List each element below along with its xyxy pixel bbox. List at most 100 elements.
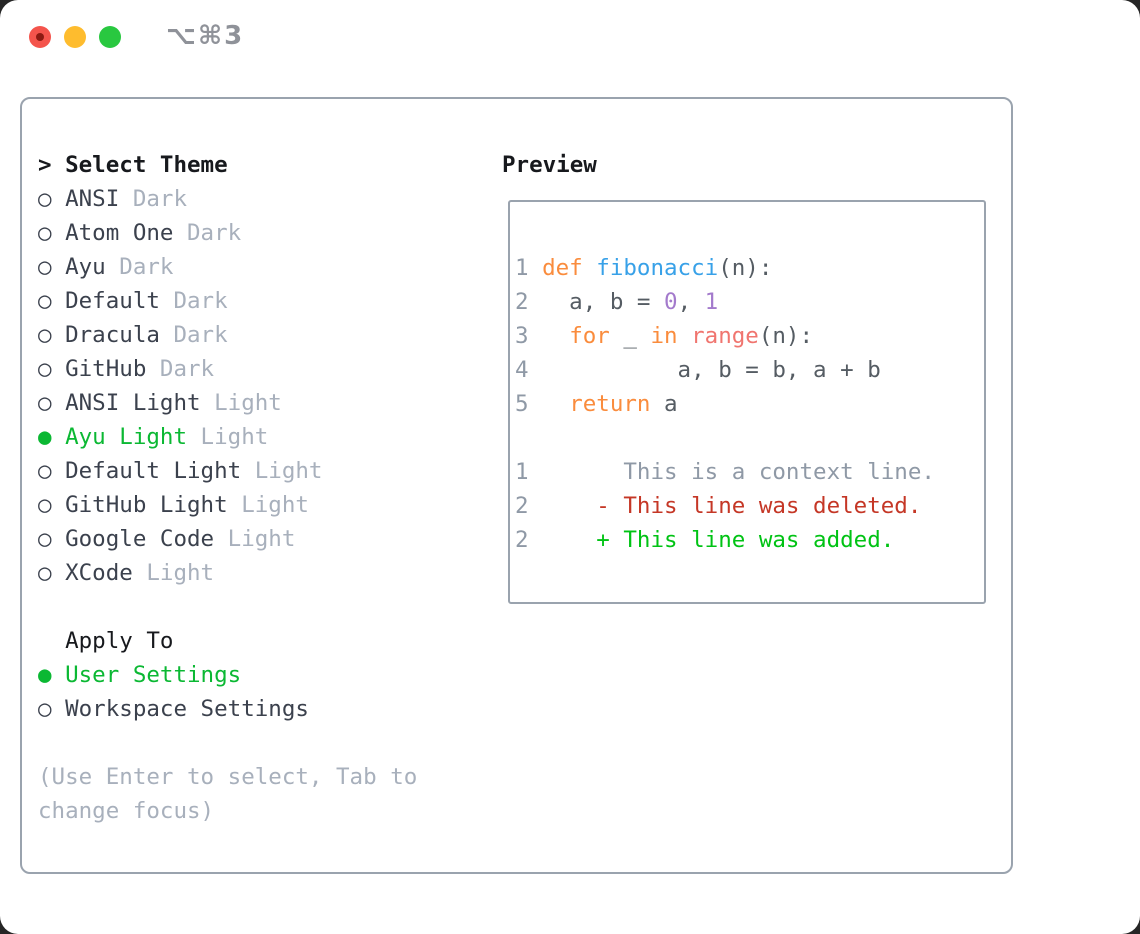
code-segment: + This line was added. [542, 527, 895, 553]
code-segment: in [650, 323, 678, 349]
theme-variant-tag: Dark [173, 220, 242, 246]
theme-option-github-light[interactable]: ○ GitHub Light Light [38, 488, 417, 522]
radio-selected-icon: ● [38, 662, 66, 688]
hint-line: (Use Enter to select, Tab to [38, 764, 418, 790]
theme-option-xcode[interactable]: ○ XCode Light [38, 556, 417, 590]
preview-title: Preview [502, 152, 597, 178]
apply-to-indent [38, 628, 65, 654]
apply-option-workspace-settings[interactable]: ○ Workspace Settings [38, 692, 417, 726]
line-number: 2 [515, 527, 543, 553]
line-number [515, 425, 542, 451]
minimize-button[interactable] [64, 26, 86, 48]
theme-option-dracula[interactable]: ○ Dracula Dark [38, 318, 417, 352]
radio-unselected-icon: ○ [38, 186, 66, 212]
code-segment: This is a context line. [542, 459, 935, 485]
code-line: 4 a, b = b, a + b [515, 353, 980, 387]
code-segment: - This line was deleted. [542, 493, 922, 519]
theme-variant-tag: Light [214, 526, 296, 552]
theme-option-atom-one[interactable]: ○ Atom One Dark [38, 216, 417, 250]
theme-name: ANSI Light [65, 390, 201, 416]
apply-option-user-settings[interactable]: ● User Settings [38, 658, 417, 692]
radio-unselected-icon: ○ [38, 390, 66, 416]
code-segment: fibonacci [596, 255, 719, 281]
theme-name: GitHub [65, 356, 147, 382]
code-segment: 0 [664, 289, 678, 315]
theme-list: ○ ANSI Dark○ Atom One Dark○ Ayu Dark○ De… [38, 182, 417, 590]
theme-variant-tag: Dark [105, 254, 174, 280]
line-number: 3 [515, 323, 543, 349]
select-theme-header: > Select Theme [38, 148, 417, 182]
titlebar: ⌥⌘3 [0, 0, 1140, 97]
code-segment: (n): [718, 255, 773, 281]
theme-variant-tag: Light [200, 390, 282, 416]
line-number: 1 [515, 255, 543, 281]
theme-option-github[interactable]: ○ GitHub Dark [38, 352, 417, 386]
line-number: 5 [515, 391, 543, 417]
radio-unselected-icon: ○ [38, 696, 66, 722]
theme-variant-tag: Dark [159, 322, 228, 348]
radio-unselected-icon: ○ [38, 356, 66, 382]
theme-name: ANSI [65, 186, 120, 212]
preview-column: Preview 1 def fibonacci(n): 2 a, b = 0, 1… [502, 148, 986, 604]
code-line: 2 + This line was added. [515, 523, 980, 557]
code-segment: , [677, 289, 705, 315]
code-segment: return [569, 391, 651, 417]
apply-option-label: User Settings [65, 662, 242, 688]
theme-variant-tag: Light [132, 560, 215, 586]
code-segment: def [542, 255, 583, 281]
close-button[interactable] [29, 26, 51, 48]
code-segment [678, 323, 692, 349]
code-segment [542, 391, 569, 417]
apply-to-header: Apply To [38, 624, 417, 658]
theme-name: Ayu [65, 254, 106, 280]
theme-variant-tag: Dark [146, 356, 215, 382]
radio-unselected-icon: ○ [38, 254, 66, 280]
theme-name: Atom One [65, 220, 174, 246]
zoom-button[interactable] [99, 26, 121, 48]
code-segment [583, 255, 597, 281]
theme-name: Dracula [65, 322, 160, 348]
code-segment: for [569, 323, 610, 349]
theme-name: Default Light [65, 458, 242, 484]
prompt-icon: > [38, 152, 66, 178]
theme-variant-tag: Light [241, 458, 323, 484]
code-segment: 1 [704, 289, 719, 315]
line-number: 4 [515, 357, 543, 383]
theme-variant-tag: Dark [159, 288, 228, 314]
main-panel: > Select Theme ○ ANSI Dark○ Atom One Dar… [20, 97, 1013, 874]
theme-variant-tag: Light [187, 424, 269, 450]
radio-unselected-icon: ○ [38, 322, 66, 348]
apply-to-title: Apply To [65, 628, 174, 654]
code-segment: a [650, 391, 678, 417]
code-segment: a, b = b, a + b [542, 357, 881, 383]
theme-option-google-code[interactable]: ○ Google Code Light [38, 522, 417, 556]
radio-unselected-icon: ○ [38, 288, 66, 314]
code-segment: _ [609, 323, 651, 349]
code-line [515, 421, 980, 455]
theme-option-ansi-light[interactable]: ○ ANSI Light Light [38, 386, 417, 420]
radio-unselected-icon: ○ [38, 492, 66, 518]
close-dot-icon [36, 33, 44, 41]
radio-unselected-icon: ○ [38, 560, 66, 586]
theme-option-default-light[interactable]: ○ Default Light Light [38, 454, 417, 488]
theme-name: Google Code [65, 526, 215, 552]
code-line: 2 a, b = 0, 1 [515, 285, 980, 319]
apply-option-label: Workspace Settings [65, 696, 309, 722]
line-number: 2 [515, 493, 543, 519]
theme-select-column: > Select Theme ○ ANSI Dark○ Atom One Dar… [38, 148, 417, 828]
theme-name: Default [65, 288, 160, 314]
theme-option-ayu[interactable]: ○ Ayu Dark [38, 250, 417, 284]
radio-unselected-icon: ○ [38, 526, 66, 552]
theme-option-default[interactable]: ○ Default Dark [38, 284, 417, 318]
theme-option-ayu-light[interactable]: ● Ayu Light Light [38, 420, 417, 454]
line-number: 1 [515, 459, 543, 485]
window-title: ⌥⌘3 [166, 21, 245, 51]
theme-option-ansi[interactable]: ○ ANSI Dark [38, 182, 417, 216]
spacer [38, 726, 417, 760]
line-number: 2 [515, 289, 543, 315]
select-theme-title: Select Theme [65, 152, 228, 178]
